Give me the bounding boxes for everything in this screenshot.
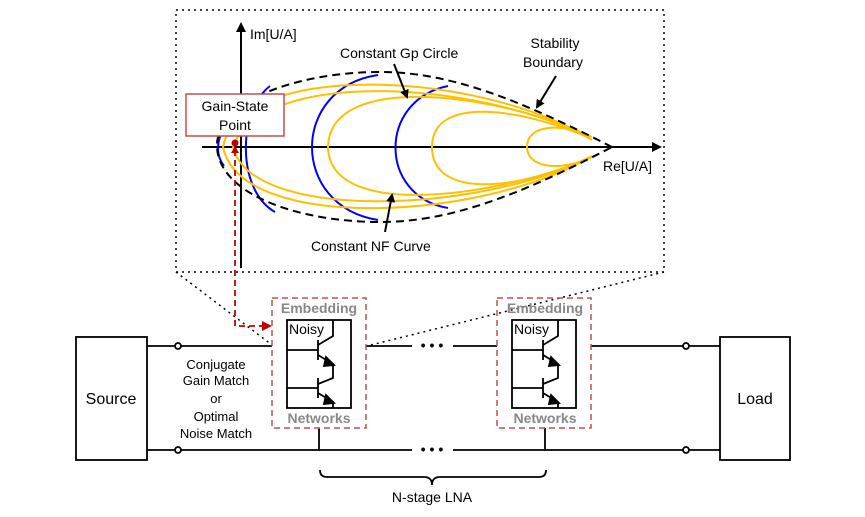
networks-label: Networks (287, 410, 350, 426)
circuit (75, 336, 791, 486)
gp-circle (326, 95, 586, 196)
match-line: Noise Match (180, 426, 252, 441)
nf-curve-label: Constant NF Curve (311, 238, 431, 254)
embedding-label: Embedding (507, 300, 583, 316)
match-text: Conjugate Gain Match or Optimal Noise Ma… (180, 357, 252, 441)
match-line: Conjugate (186, 357, 245, 372)
re-axis-label: Re[U/A] (603, 158, 652, 174)
stage-brace (319, 469, 547, 486)
noisy-label: Noisy (289, 321, 324, 337)
source-block (75, 336, 148, 461)
match-line: Optimal (194, 409, 239, 424)
gp-circles (221, 83, 593, 210)
gp-circle-label: Constant Gp Circle (340, 45, 458, 61)
ellipsis-top: • • • (421, 337, 444, 353)
load-label: Load (737, 391, 773, 408)
embedding-network-box (271, 297, 367, 429)
embedding-network-box (496, 297, 592, 429)
lna-label: N-stage LNA (392, 489, 473, 505)
plot-inset: Im[U/A] Re[U/A] Constant Gp Circle Stabi… (175, 9, 665, 347)
stability-boundary (215, 70, 615, 224)
gain-state-label-2: Point (219, 117, 251, 133)
gp-circle (221, 83, 593, 210)
embedding-label: Embedding (281, 300, 357, 316)
gain-state-callout: Gain-State Point (185, 93, 285, 137)
stage-1: Embedding Networks Noisy (271, 297, 367, 429)
nf-arrow (384, 193, 396, 233)
noisy-transistor-pair (511, 319, 577, 409)
stability-label-1: Stability (530, 35, 579, 51)
gp-circle (430, 110, 591, 186)
stability-arrow (535, 75, 557, 109)
terminal (682, 342, 690, 350)
gain-state-label-1: Gain-State (202, 98, 269, 114)
load-block (719, 336, 791, 461)
gp-circle (525, 126, 593, 168)
zoom-line-left (175, 271, 273, 346)
inset-frame (175, 9, 665, 273)
gp-circle (231, 90, 591, 203)
gain-state-arrowhead (231, 146, 239, 153)
stage-n: Embedding Networks Noisy (496, 297, 592, 429)
noisy-label: Noisy (514, 321, 549, 337)
terminal (174, 342, 182, 350)
terminal (682, 446, 690, 454)
match-line: Gain Match (183, 373, 249, 388)
gain-state-box (185, 93, 285, 137)
gain-state-link (234, 150, 272, 331)
gp-arrow (393, 63, 409, 99)
networks-label: Networks (513, 410, 576, 426)
im-axis-label: Im[U/A] (250, 26, 297, 42)
source-label: Source (86, 391, 137, 408)
gain-state-point (231, 139, 239, 147)
stability-label-2: Boundary (523, 54, 583, 70)
match-line: or (210, 391, 222, 406)
ellipsis-bottom: • • • (421, 441, 444, 457)
noisy-transistor-pair (286, 319, 352, 409)
terminal (174, 446, 182, 454)
